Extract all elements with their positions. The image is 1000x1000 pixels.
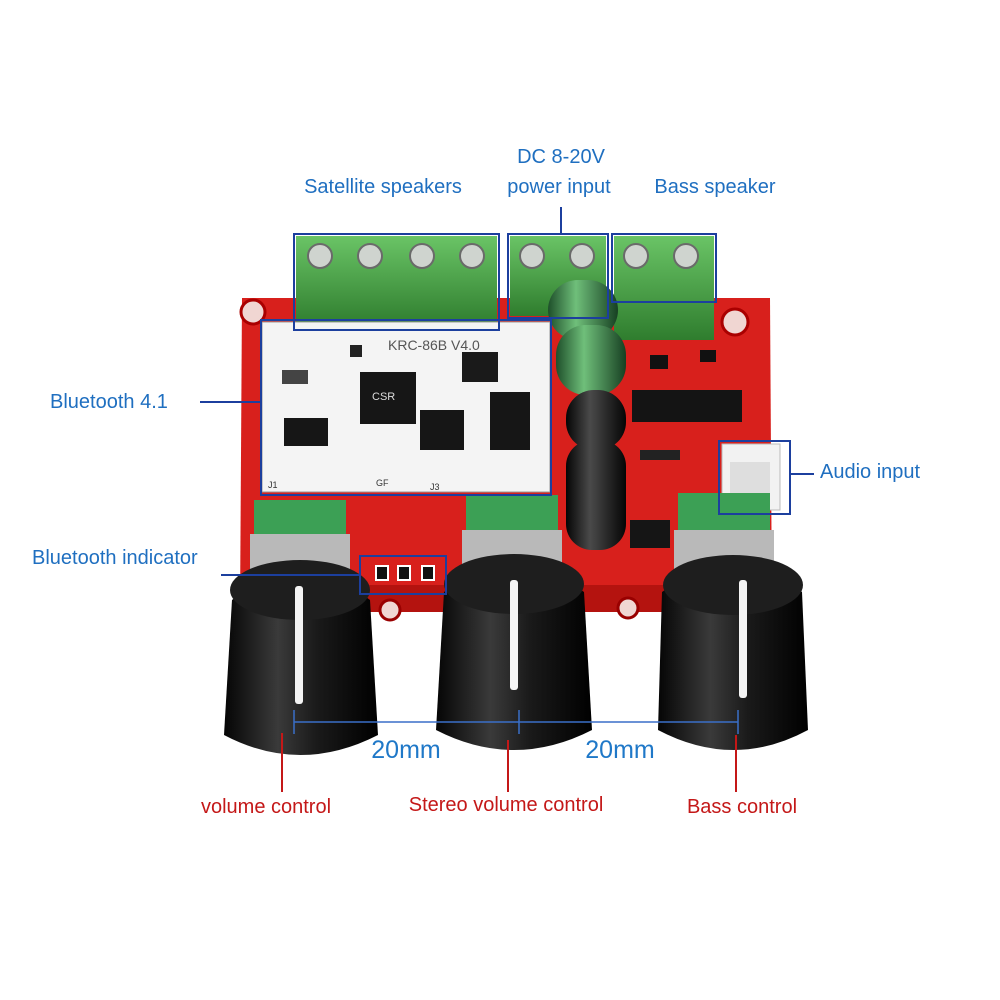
box-satellite-speakers: [293, 233, 500, 331]
module-pin-label-j3: J3: [430, 482, 440, 492]
label-spacing-right: 20mm: [585, 736, 655, 764]
box-bass-speaker: [611, 233, 717, 303]
knob-volume: [224, 560, 378, 755]
annotation-boxes: [260, 233, 791, 595]
dimension-lines: [293, 710, 739, 734]
knob-stereo-volume: [436, 554, 592, 750]
knob-bass: [658, 555, 808, 750]
callout-lines: [281, 733, 737, 792]
label-dc-power-line1: DC 8-20V: [517, 146, 605, 168]
box-power-input: [507, 233, 609, 319]
module-chip-marking: CSR: [372, 391, 395, 403]
box-audio-input: [718, 440, 791, 515]
capacitors: [548, 280, 626, 550]
satellite-speaker-terminals: [296, 236, 497, 326]
module-pin-label-gf: GF: [376, 478, 389, 488]
label-bass-speaker: Bass speaker: [654, 176, 776, 198]
label-bluetooth-41: Bluetooth 4.1: [50, 391, 168, 413]
bass-speaker-terminal: [614, 236, 714, 340]
label-bluetooth-indicator: Bluetooth indicator: [32, 547, 198, 569]
label-volume-control: volume control: [200, 796, 332, 818]
leader-lines: [200, 207, 814, 576]
label-dc-power-line2: power input: [507, 176, 611, 198]
label-spacing-left: 20mm: [371, 736, 441, 764]
bluetooth-indicator-leds: [375, 565, 435, 581]
bluetooth-module: KRC-86B V4.0 CSR J1 GF J3: [261, 321, 551, 493]
audio-input-connector: [721, 443, 781, 511]
box-bluetooth-module: [260, 319, 552, 496]
module-silkscreen: KRC-86B V4.0: [388, 337, 480, 353]
label-stereo-volume-control: Stereo volume control: [408, 794, 604, 816]
label-audio-input: Audio input: [820, 461, 921, 483]
label-satellite-speakers: Satellite speakers: [304, 176, 462, 198]
module-pin-label-j1: J1: [268, 480, 278, 490]
label-bass-control: Bass control: [686, 796, 798, 818]
